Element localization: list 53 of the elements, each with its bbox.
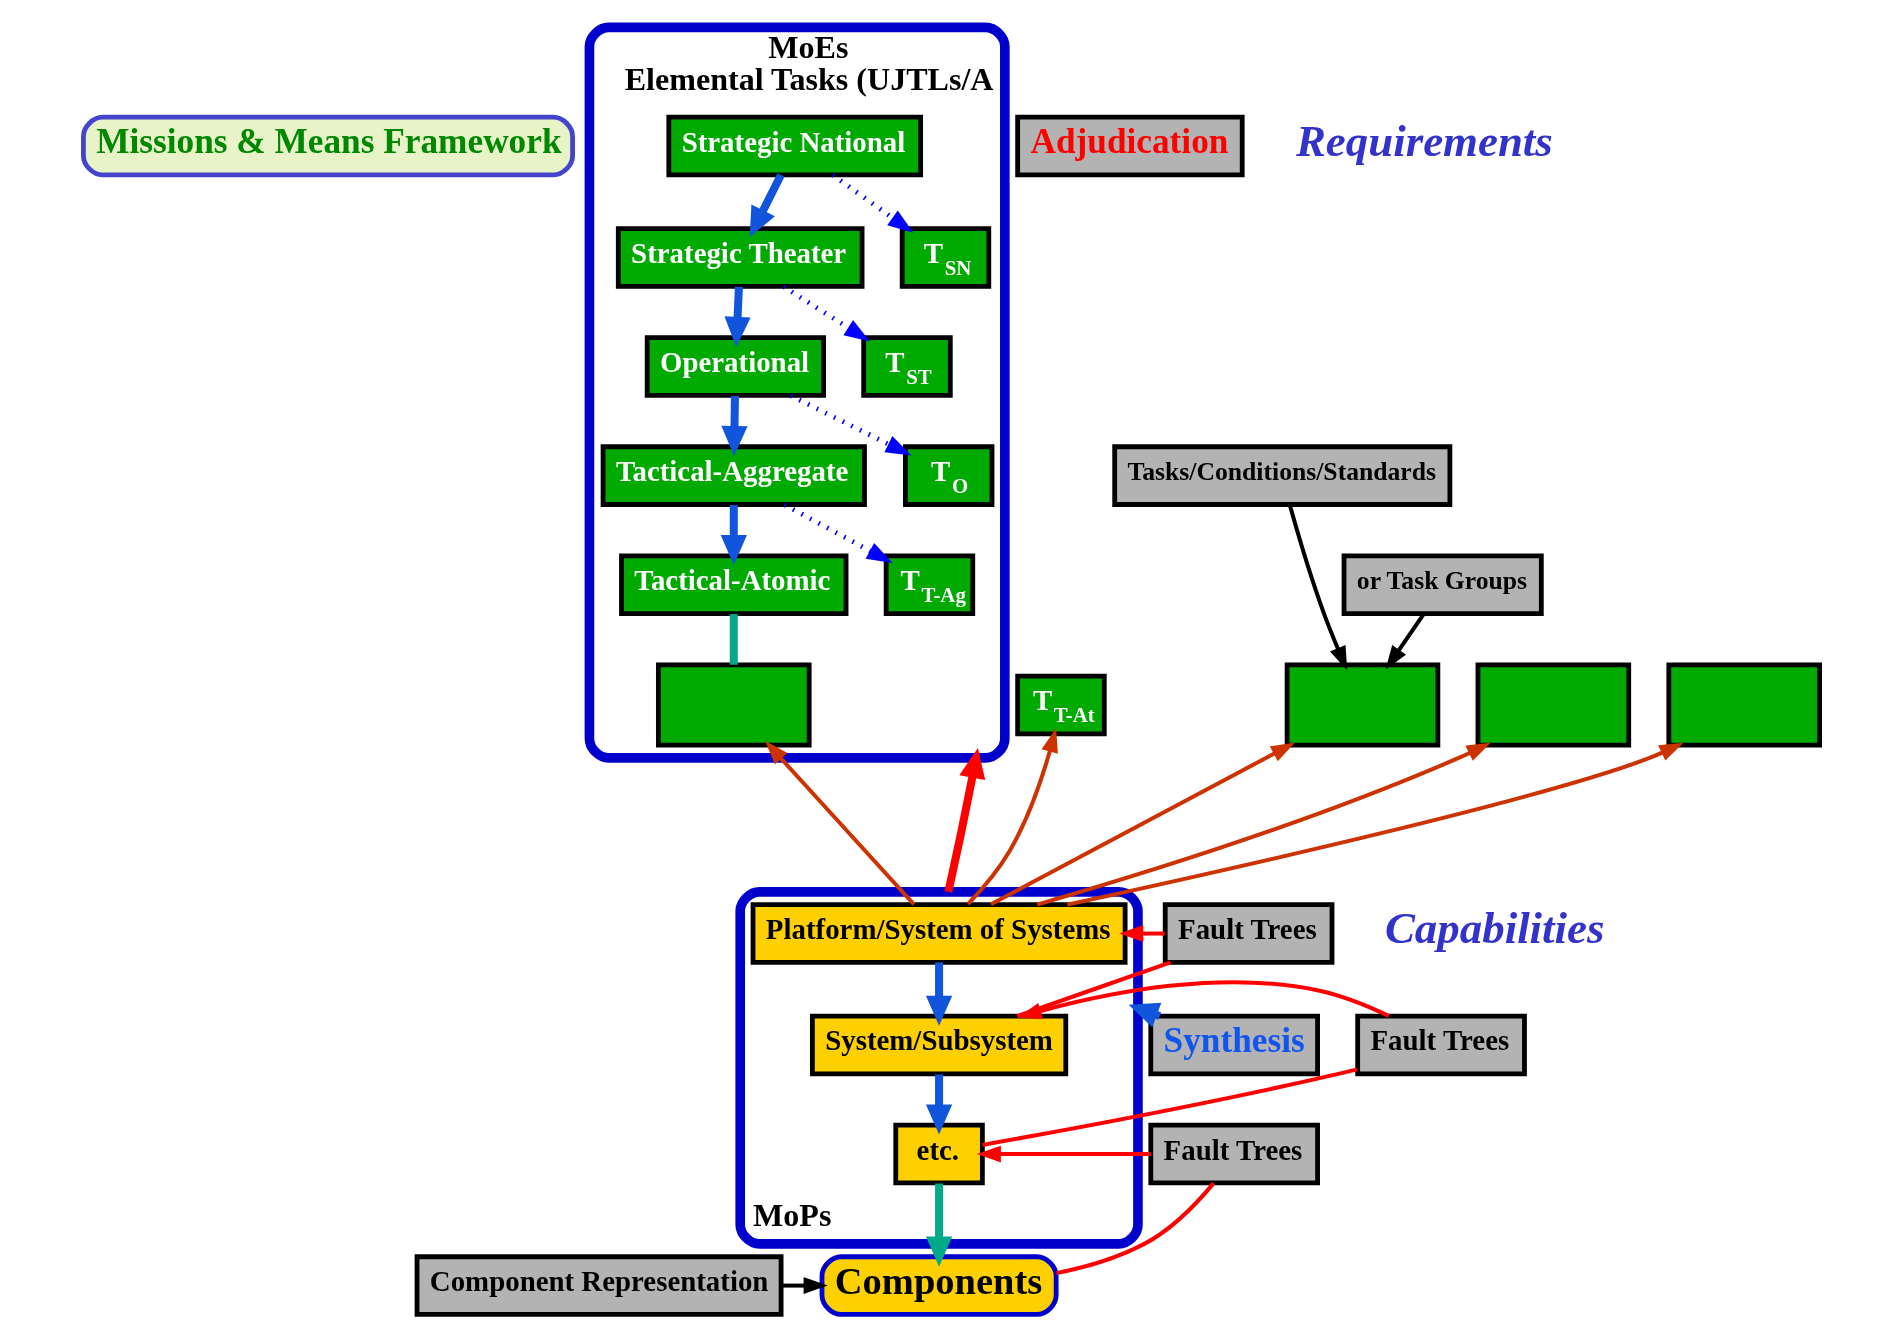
node-box: Platform/System of Systems <box>750 902 1128 965</box>
arrow <box>966 728 1058 906</box>
label: Capabilities <box>1384 903 1604 954</box>
node-box: Tactical-Aggregate <box>600 444 867 507</box>
node-box: System/Subsystem <box>809 1013 1068 1077</box>
node-box: Operational <box>644 335 826 398</box>
arrow <box>925 1183 952 1267</box>
node-box <box>1665 662 1822 748</box>
arrow <box>789 393 911 456</box>
arrow <box>720 505 747 566</box>
node-box: Fault Trees <box>1354 1013 1527 1077</box>
node-box: Missions & Means Framework <box>80 114 575 178</box>
node-box <box>655 662 812 748</box>
node-box <box>1284 662 1440 748</box>
node-box: etc. <box>892 1122 985 1186</box>
arrow <box>1066 742 1683 907</box>
arrow <box>781 1277 828 1295</box>
arrow <box>989 742 1295 907</box>
node-box: Strategic Theater <box>615 226 864 289</box>
arrow <box>925 962 952 1026</box>
node-box: T$_{T-At}$ <box>1014 673 1107 737</box>
connector <box>981 1067 1358 1147</box>
arrow <box>976 1145 1151 1163</box>
node-box: T$_{SN}$ <box>899 226 991 289</box>
node-box: T$_{T-Ag}$ <box>883 553 975 616</box>
node-box: Components <box>819 1254 1059 1317</box>
node-box: Fault Trees <box>1147 1122 1320 1186</box>
connector <box>1055 1181 1215 1276</box>
node-box: Component Representation <box>414 1254 783 1317</box>
arrow <box>764 740 915 906</box>
node-box: Tasks/Conditions/Standards <box>1111 444 1452 507</box>
arrow <box>781 284 870 342</box>
arrow <box>723 286 751 347</box>
node-box: T$_{ST}$ <box>860 335 953 398</box>
node-box: Adjudication <box>1014 114 1245 178</box>
node-box: Fault Trees <box>1162 902 1334 965</box>
node-box: Strategic National <box>665 114 923 178</box>
arrow <box>1036 742 1491 907</box>
arrow <box>720 395 748 457</box>
arrow <box>749 173 785 238</box>
node-box: Synthesis <box>1147 1013 1320 1077</box>
connector <box>729 614 738 665</box>
arrow <box>1287 504 1347 671</box>
node-box: Tactical-Atomic <box>618 553 848 616</box>
node-box: or Task Groups <box>1341 553 1544 616</box>
label: Requirements <box>1295 115 1553 166</box>
arrow <box>1118 925 1165 942</box>
arrow <box>830 173 913 233</box>
node-box <box>1475 662 1631 748</box>
node-box: T$_{O}$ <box>902 444 994 507</box>
arrow <box>783 502 892 564</box>
arrow <box>925 1074 952 1135</box>
arrow <box>943 748 985 893</box>
